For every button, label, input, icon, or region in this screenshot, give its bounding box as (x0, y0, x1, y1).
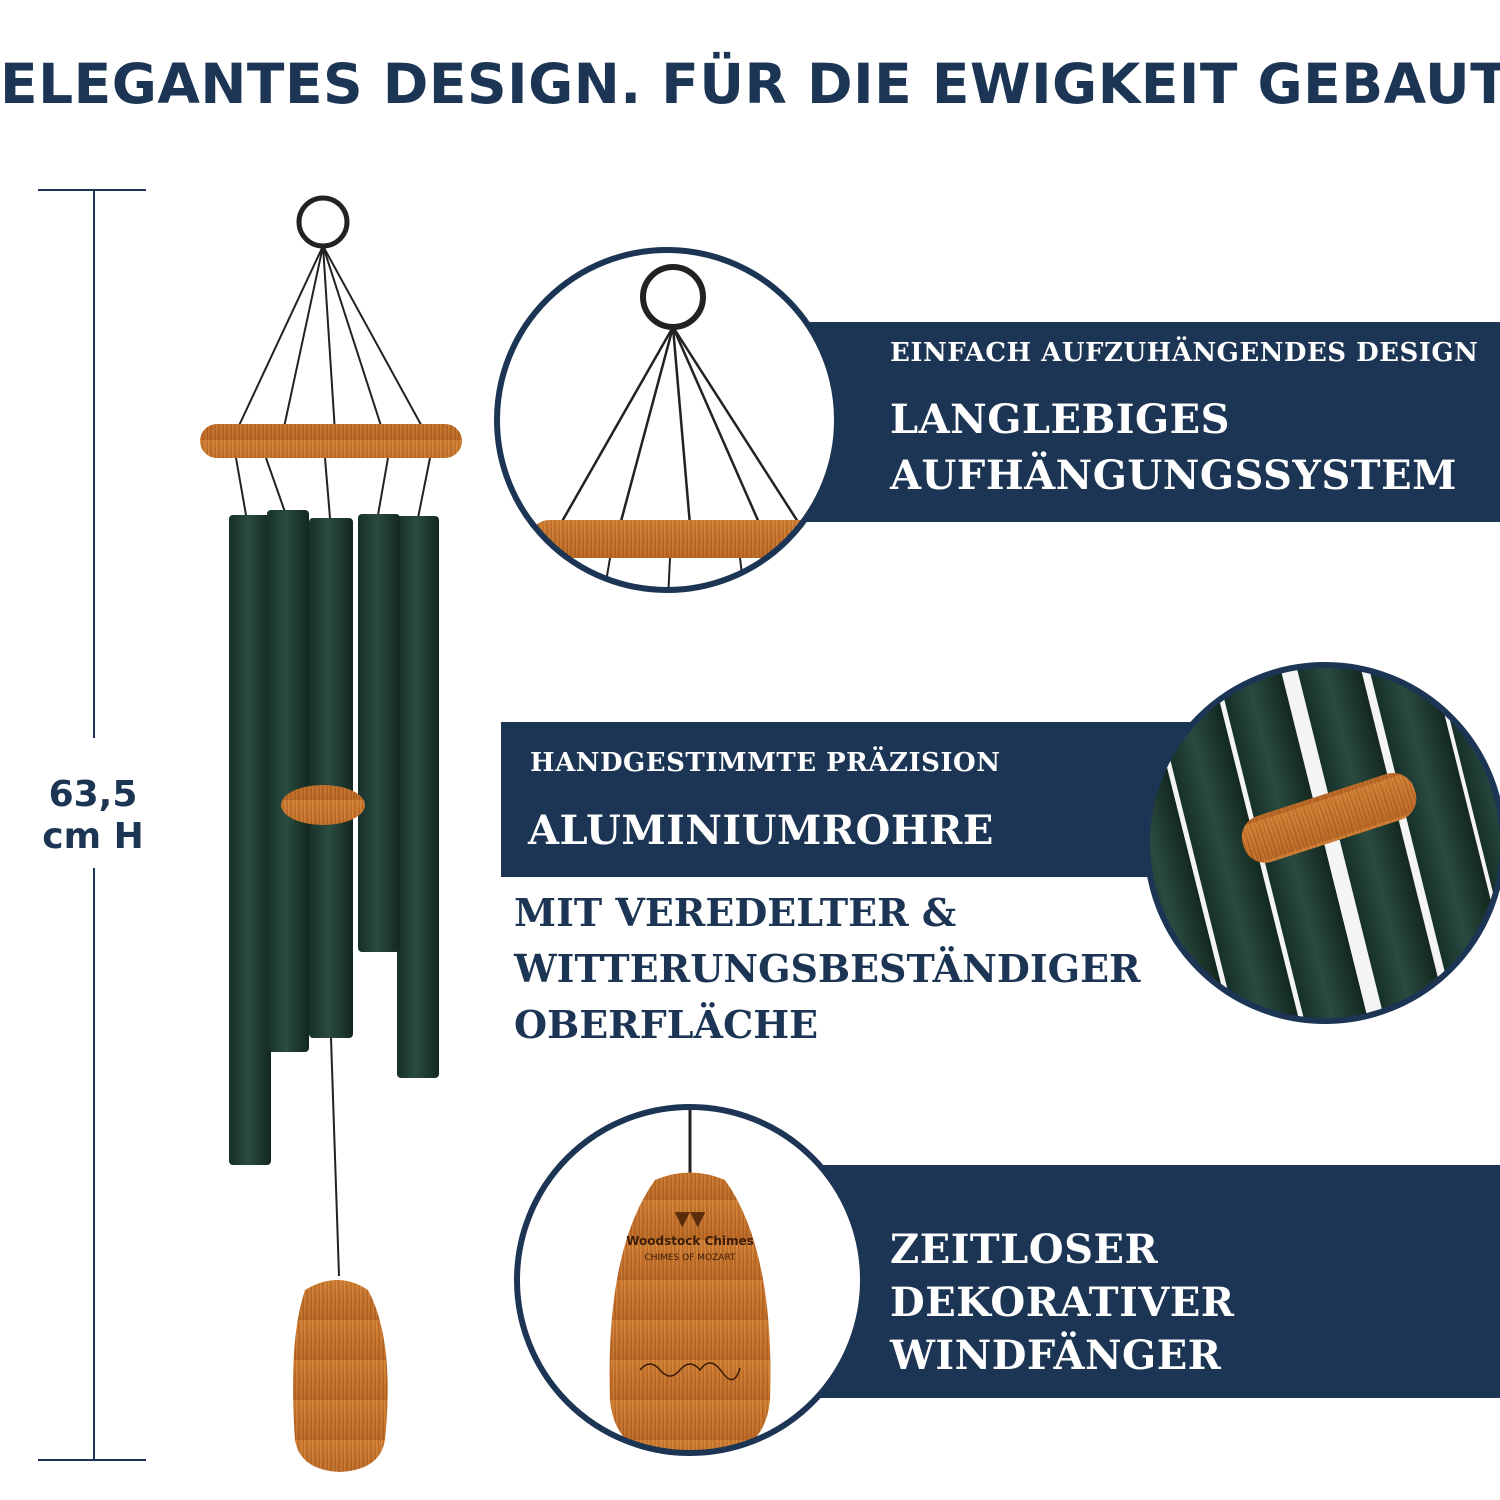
tubes-title: ALUMINIUMROHRE (528, 807, 994, 854)
sail-detail-circle: ▼▼ Woodstock Chimes CHIMES OF MOZART (514, 1104, 866, 1456)
tubes-detail-circle (1144, 662, 1500, 1024)
tubes-subtitle: HANDGESTIMMTE PRÄZISION (530, 748, 1001, 778)
hanging-title-line: AUFHÄNGUNGSSYSTEM (890, 452, 1457, 499)
wind-chime-image (200, 195, 462, 1472)
hanging-subtitle: EINFACH AUFZUHÄNGENDES DESIGN (890, 338, 1479, 368)
tubes-detail-line: WITTERUNGSBESTÄNDIGER (514, 946, 1141, 991)
hanging-title-line: LANGLEBIGES (890, 396, 1231, 443)
height-label: 63,5 cm H (30, 774, 156, 858)
tubes-detail-line: OBERFLÄCHE (514, 1002, 819, 1047)
sail-title-line: DEKORATIVER (890, 1279, 1235, 1326)
sail-model-text: CHIMES OF MOZART (644, 1253, 736, 1263)
tubes-detail-text: MIT VEREDELTER & WITTERUNGSBESTÄNDIGER O… (514, 885, 1141, 1053)
sail-title: ZEITLOSER DEKORATIVER WINDFÄNGER (890, 1223, 1235, 1382)
sail-brand-text: Woodstock Chimes (626, 1234, 754, 1248)
height-unit: cm H (42, 816, 144, 857)
headline: ELEGANTES DESIGN. FÜR DIE EWIGKEIT GEBAU… (0, 52, 1500, 116)
sail-title-line: ZEITLOSER (890, 1226, 1159, 1273)
tubes-feature-band (501, 722, 1201, 877)
hanging-detail-circle (494, 247, 840, 593)
hanging-title: LANGLEBIGES AUFHÄNGUNGSSYSTEM (890, 392, 1457, 504)
sail-signature (639, 1362, 741, 1381)
sail-logo-mark: ▼▼ (675, 1206, 706, 1230)
sail-title-line: WINDFÄNGER (890, 1332, 1222, 1379)
height-value: 63,5 (48, 774, 138, 815)
height-dimension-line (38, 189, 146, 1461)
tubes-detail-line: MIT VEREDELTER & (514, 890, 957, 935)
